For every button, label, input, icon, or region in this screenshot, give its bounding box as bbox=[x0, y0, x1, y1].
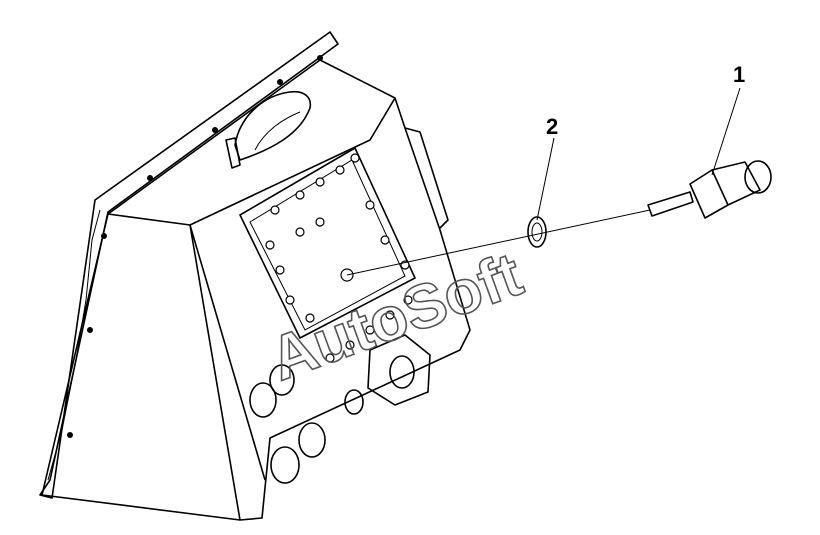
callout-2: 2 bbox=[546, 114, 558, 139]
temperature-sensor-part bbox=[647, 160, 772, 219]
leader-line-1 bbox=[711, 87, 741, 176]
round-ports bbox=[249, 364, 364, 484]
housing-assembly bbox=[39, 31, 471, 521]
cover-bolts bbox=[265, 153, 413, 363]
washer-part bbox=[527, 216, 547, 248]
inspection-cover bbox=[239, 147, 416, 339]
mounting-flange bbox=[39, 31, 339, 499]
housing-body bbox=[107, 59, 396, 226]
watermark-text: AutoSoft bbox=[261, 240, 531, 394]
flange-bolts bbox=[67, 55, 323, 438]
assembly-axis-line bbox=[346, 209, 651, 276]
callout-1: 1 bbox=[733, 62, 745, 87]
boss-block bbox=[367, 334, 431, 406]
leader-line-2 bbox=[536, 137, 555, 221]
